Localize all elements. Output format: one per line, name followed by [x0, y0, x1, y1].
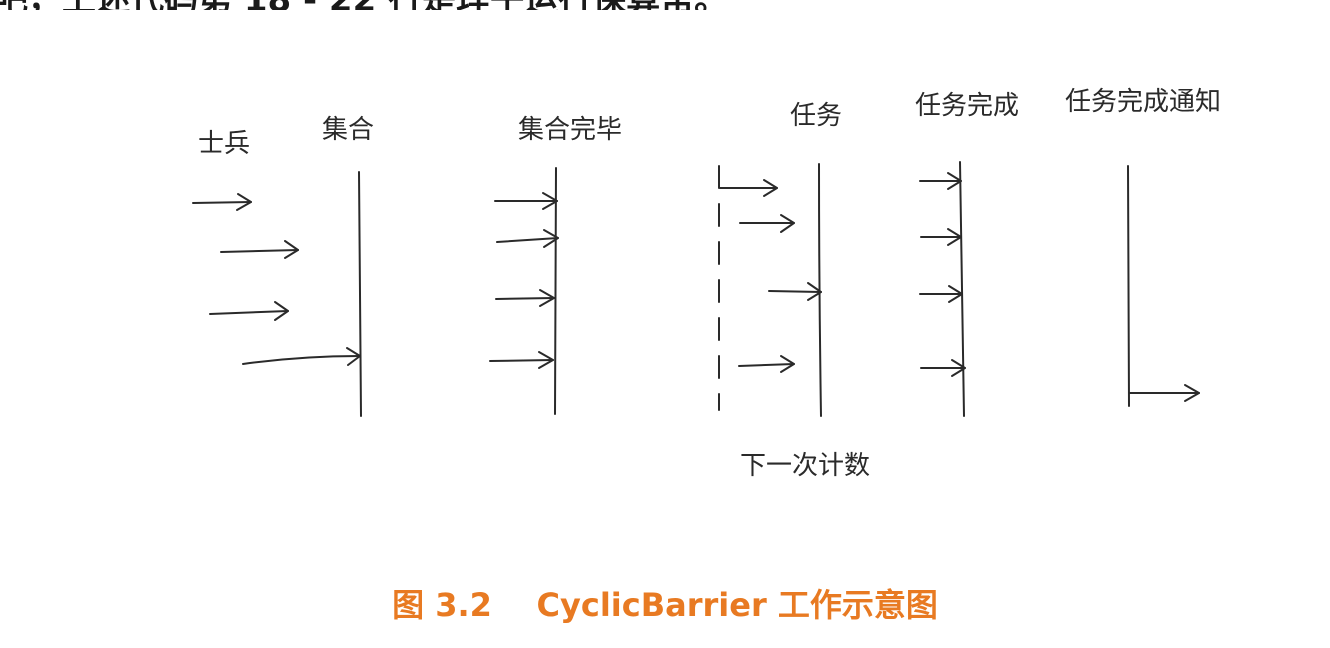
label-task-done: 任务完成: [915, 91, 1019, 121]
arrow: [1129, 384, 1200, 402]
arrow: [494, 192, 558, 210]
barrier-gather-done: [489, 167, 559, 415]
figure-caption: 图 3.2 CyclicBarrier 工作示意图: [0, 582, 1330, 628]
label-task-done-notify: 任务完成通知: [1065, 87, 1221, 117]
arrow: [920, 228, 962, 246]
barrier-line-gather: [358, 171, 362, 417]
arrow: [768, 282, 822, 301]
label-gather: 集合: [322, 115, 374, 145]
arrow: [738, 355, 795, 373]
label-gather-done: 集合完毕: [518, 115, 622, 145]
arrow: [209, 301, 289, 321]
barrier-line-task-done: [959, 161, 965, 417]
arrow: [919, 172, 962, 190]
cyclic-barrier-diagram: 士兵 集合 集合完毕 任务 任务完成 任务完成通知 下一次计数: [192, 87, 1221, 481]
figure-number: 图 3.2: [392, 586, 492, 624]
arrow: [242, 347, 361, 366]
barrier-gather: [192, 171, 362, 417]
arrow: [192, 193, 252, 211]
figure-title: CyclicBarrier 工作示意图: [536, 586, 938, 624]
arrow: [489, 351, 554, 369]
barrier-line-task-done-notify: [1127, 165, 1130, 407]
arrow: [495, 289, 555, 307]
barrier-line-gather-done: [554, 167, 557, 415]
arrow: [919, 285, 963, 303]
barrier-task-done-notify: [1127, 165, 1200, 407]
label-soldiers: 士兵: [198, 129, 250, 159]
arrow: [220, 240, 299, 259]
arrow: [719, 179, 778, 197]
arrow: [739, 214, 795, 233]
cut-off-body-text: 吧，上述代码第 18 - 22 行是理子运行保算常。: [0, 0, 994, 10]
arrow: [496, 229, 559, 248]
label-next-count: 下一次计数: [740, 451, 870, 481]
next-count-marker: [718, 165, 778, 411]
barrier-task: [738, 163, 822, 417]
label-task: 任务: [790, 101, 842, 131]
arrow: [920, 359, 966, 377]
barrier-task-done: [919, 161, 966, 417]
